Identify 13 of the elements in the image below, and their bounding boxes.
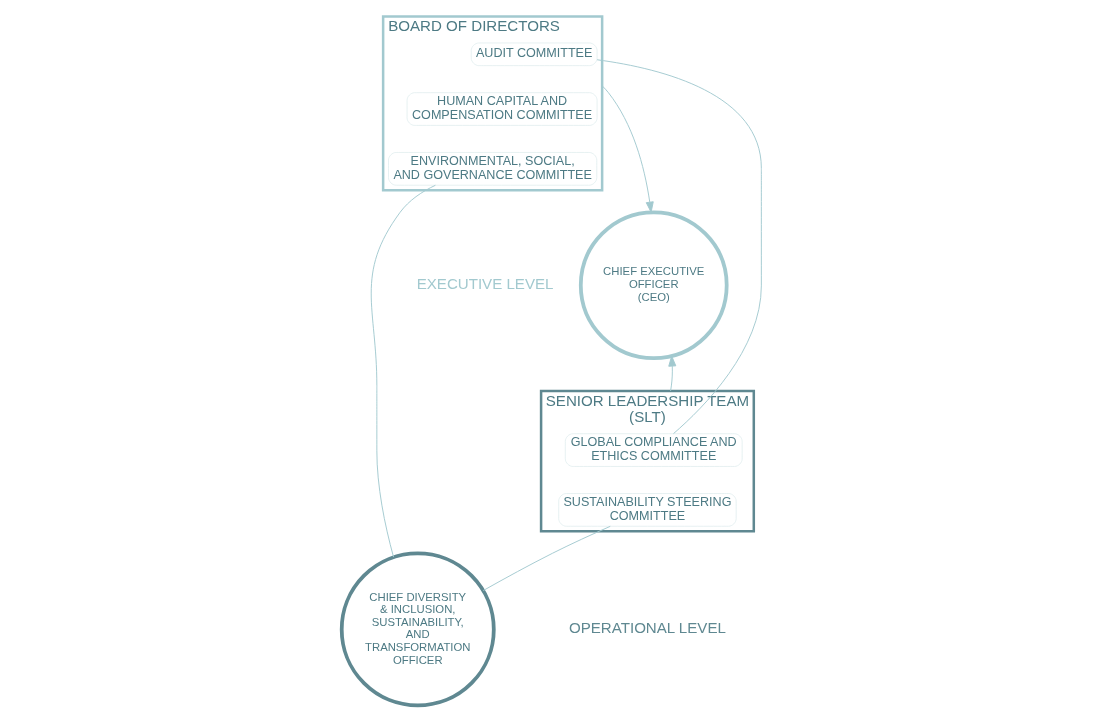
node-box: GLOBAL COMPLIANCE AND ETHICS COMMITTEE bbox=[565, 432, 743, 467]
label: OPERATIONAL LEVEL bbox=[569, 618, 726, 636]
arrow bbox=[668, 355, 677, 391]
node-circle: CHIEF EXECUTIVE OFFICER (CEO) bbox=[578, 209, 729, 360]
node-box: ENVIRONMENTAL, SOCIAL, AND GOVERNANCE COMMITTEE bbox=[388, 151, 598, 185]
arrow bbox=[601, 84, 654, 213]
node-box: SUSTAINABILITY STEERING COMMITTEE bbox=[558, 492, 737, 527]
connector bbox=[482, 525, 611, 591]
label: EXECUTIVE LEVEL bbox=[416, 274, 554, 292]
connector bbox=[370, 184, 436, 558]
connector bbox=[596, 58, 762, 434]
node-circle: CHIEF DIVERSITY & INCLUSION, SUSTAINABILITY, AND TRANSFORMATION OFFICER bbox=[339, 550, 496, 707]
node-box: AUDIT COMMITTEE bbox=[470, 42, 598, 66]
